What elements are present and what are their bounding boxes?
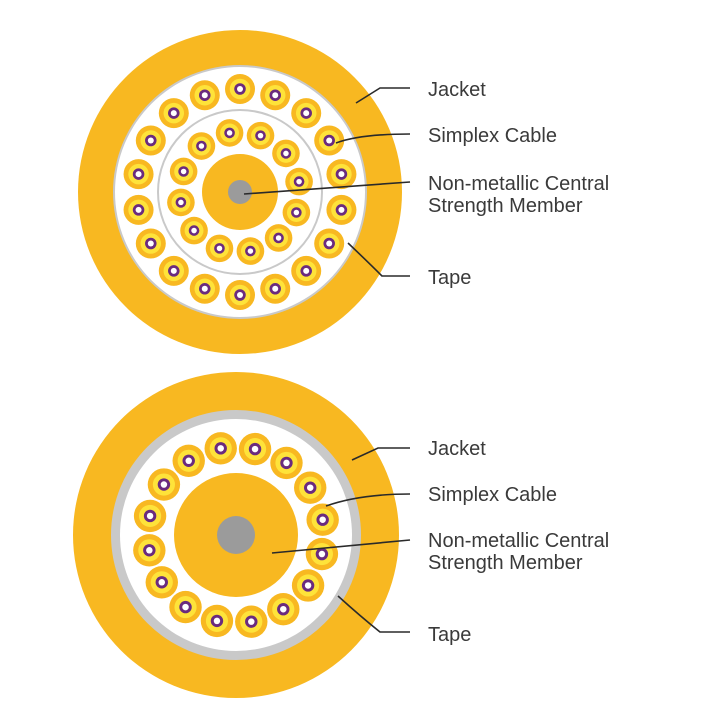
simplex-cable	[147, 468, 181, 501]
simplex-cable	[282, 198, 311, 227]
tape-leader-line	[337, 595, 410, 633]
cable-diagram-2: Jacket Simplex Cable Non-metallic Centra…	[73, 372, 609, 698]
central-member-leader-line	[271, 539, 411, 554]
cable-diagram-1: Jacket Simplex Cable Non-metallic Centra…	[78, 30, 609, 354]
central-strength-member	[228, 180, 252, 204]
jacket-leader-line	[351, 447, 410, 461]
central-member-leader-line	[243, 181, 411, 195]
simplex-cable	[169, 157, 198, 186]
simplex-cable	[189, 273, 220, 304]
simplex-cable	[123, 159, 154, 190]
central-member-label-line1: Non-metallic Central	[428, 173, 609, 195]
simplex-cable	[215, 119, 244, 147]
simplex-cable	[187, 132, 216, 160]
simplex-cable	[133, 534, 166, 567]
simplex-cable	[238, 432, 272, 466]
simplex-cable	[180, 216, 208, 245]
simplex-cable	[314, 228, 345, 259]
simplex-cable	[260, 273, 291, 304]
simplex-cable	[291, 98, 322, 129]
simplex-cable	[133, 499, 167, 533]
simplex-cable	[167, 188, 195, 217]
simplex-cable-group-1	[123, 74, 357, 310]
jacket-label: Jacket	[428, 438, 486, 460]
simplex-cable	[235, 605, 268, 638]
central-member-label-line1: Non-metallic Central	[428, 530, 609, 552]
simplex-cable	[158, 255, 189, 286]
simplex-cable	[189, 80, 220, 111]
simplex-leader-line	[335, 133, 411, 144]
simplex-cable	[145, 566, 178, 599]
simplex-cable	[267, 593, 300, 626]
simplex-cable-label: Simplex Cable	[428, 125, 557, 147]
central-strength-member	[217, 516, 255, 554]
simplex-leader-line	[325, 493, 411, 507]
tape-leader-line	[347, 242, 410, 277]
simplex-cable-group-2	[133, 432, 339, 638]
simplex-cable	[285, 167, 313, 196]
simplex-cable	[260, 80, 291, 111]
simplex-cable	[200, 604, 234, 638]
simplex-cable	[205, 234, 234, 263]
simplex-cable	[135, 228, 166, 259]
simplex-cable	[264, 224, 293, 252]
simplex-cable	[291, 569, 325, 602]
simplex-cable	[135, 125, 166, 156]
simplex-cable	[225, 74, 255, 104]
simplex-cable	[169, 590, 202, 624]
tape-label: Tape	[428, 624, 471, 646]
simplex-cable	[204, 432, 237, 465]
simplex-cable	[272, 139, 300, 168]
simplex-cable	[158, 98, 189, 129]
simplex-cable	[306, 503, 339, 536]
simplex-cable	[123, 194, 154, 225]
simplex-cable	[305, 537, 339, 571]
simplex-cable	[294, 471, 327, 504]
simplex-cable	[291, 255, 322, 286]
simplex-cable	[326, 194, 357, 225]
central-member-label-line2: Strength Member	[428, 552, 583, 574]
simplex-cable	[246, 121, 275, 150]
jacket-label: Jacket	[428, 79, 486, 101]
simplex-cable	[326, 159, 357, 190]
simplex-cable	[225, 280, 255, 310]
tape-label: Tape	[428, 267, 471, 289]
simplex-cable	[236, 237, 265, 265]
simplex-cable-label: Simplex Cable	[428, 484, 557, 506]
inner-layer-separator	[157, 109, 323, 275]
jacket-leader-line	[355, 87, 410, 104]
simplex-cable	[314, 125, 345, 156]
simplex-cable	[172, 444, 205, 477]
central-member-label-line2: Strength Member	[428, 195, 583, 217]
simplex-cable	[270, 446, 303, 480]
